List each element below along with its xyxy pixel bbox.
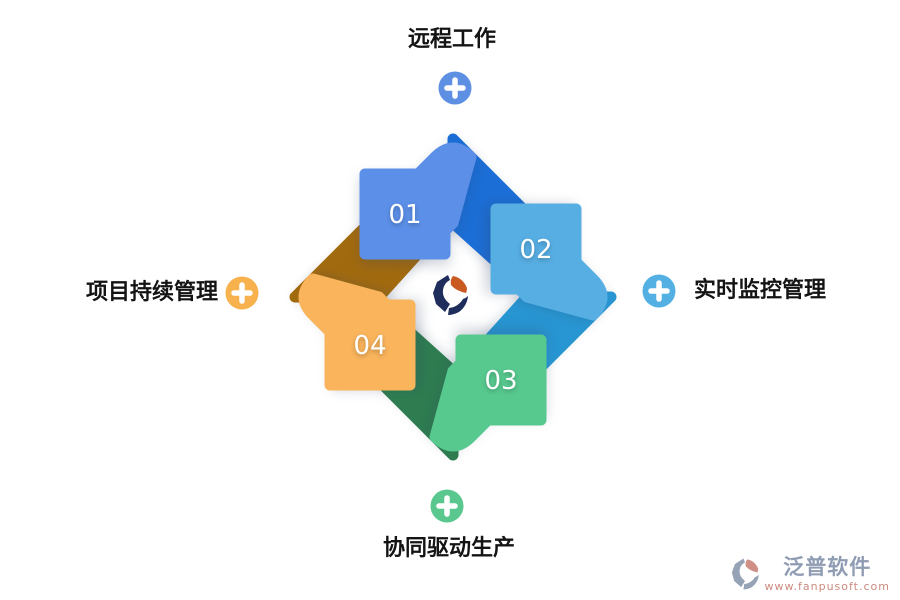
logo-swoosh-shape xyxy=(448,296,468,315)
fanpu-logo-icon xyxy=(433,275,468,315)
watermark-url: www.fanpusoft.com xyxy=(764,579,890,593)
cycle-arrow-04 xyxy=(298,273,416,391)
cycle-arrow-02 xyxy=(490,203,608,321)
plus-icon-top xyxy=(438,71,472,105)
arrow-bodies xyxy=(298,142,608,452)
watermark-brand: 泛普软件 xyxy=(783,554,872,579)
cycle-label-left: 项目持续管理 xyxy=(85,280,218,305)
logo-leaf-shape xyxy=(450,276,467,293)
plus-icon-left xyxy=(225,276,259,310)
arrow-number-01: 01 xyxy=(388,200,421,230)
arrow-number-02: 02 xyxy=(519,235,552,265)
cycle-label-top: 远程工作 xyxy=(407,27,496,52)
arrow-number-04: 04 xyxy=(353,331,386,361)
plus-icon-right xyxy=(642,274,676,308)
plus-icon-bottom xyxy=(430,489,464,523)
cycle-arrow-01 xyxy=(359,142,477,260)
watermark-logo-icon xyxy=(731,558,759,590)
cycle-arrow-03 xyxy=(429,334,547,452)
arrow-number-03: 03 xyxy=(484,366,517,396)
logo-left-shape xyxy=(433,275,450,312)
cycle-label-bottom: 协同驱动生产 xyxy=(382,536,515,561)
cycle-label-right: 实时监控管理 xyxy=(694,278,827,303)
cycle-arrows-graphic: 01 02 03 04 xyxy=(289,133,617,461)
watermark: 泛普软件 www.fanpusoft.com xyxy=(728,556,890,592)
